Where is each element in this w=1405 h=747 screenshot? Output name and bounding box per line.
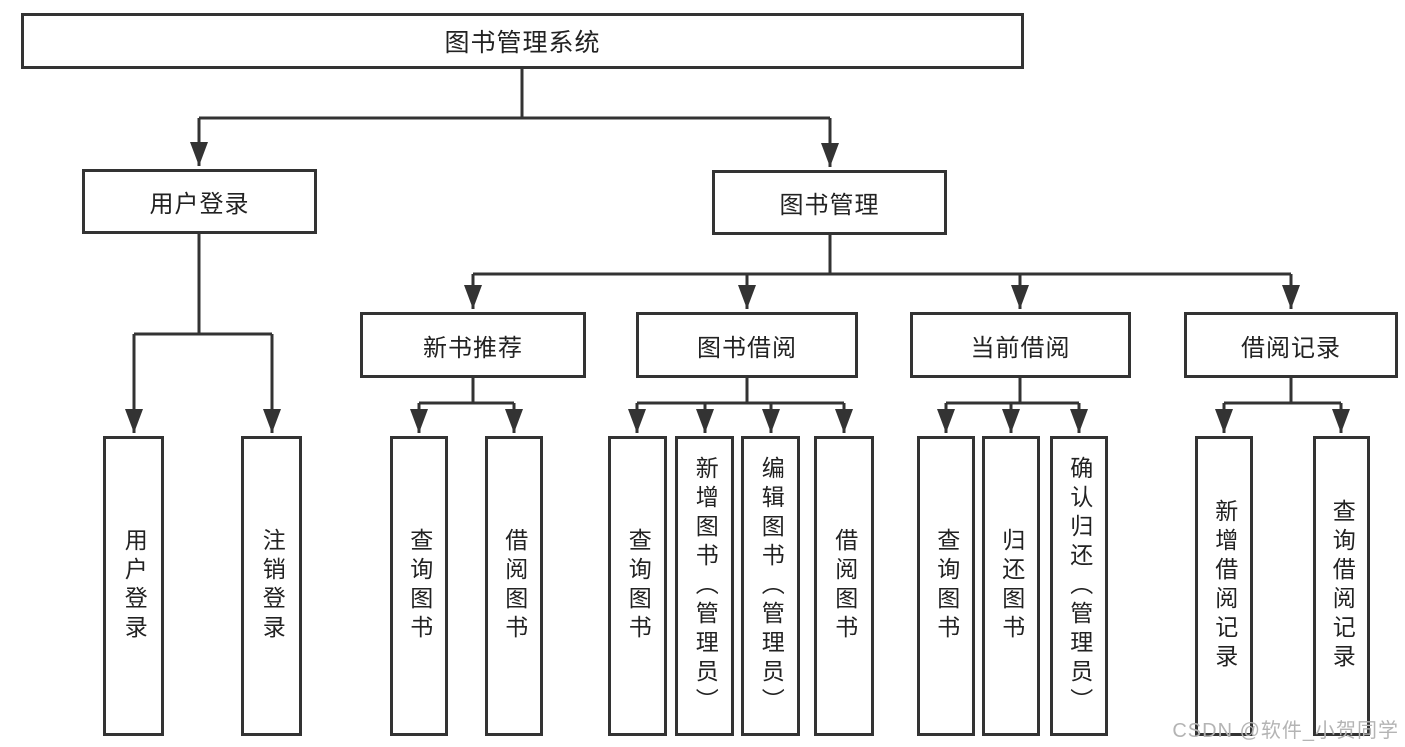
node-current-borrow: 当前借阅 — [910, 312, 1131, 378]
leaf-confirm-return-admin: 确认归还（管理员） — [1050, 436, 1108, 736]
leaf-query-books-current: 查询图书 — [917, 436, 975, 736]
node-book-borrow: 图书借阅 — [636, 312, 858, 378]
node-borrow-records: 借阅记录 — [1184, 312, 1398, 378]
node-new-book-recommend: 新书推荐 — [360, 312, 586, 378]
leaf-user-login: 用户登录 — [103, 436, 164, 736]
node-book-management: 图书管理 — [712, 170, 947, 235]
leaf-edit-book-admin: 编辑图书（管理员） — [741, 436, 800, 736]
leaf-add-book-admin: 新增图书（管理员） — [675, 436, 734, 736]
leaf-borrow-books: 借阅图书 — [814, 436, 874, 736]
leaf-return-books: 归还图书 — [982, 436, 1040, 736]
csdn-watermark: CSDN @软件_小贺同学 — [1172, 720, 1399, 742]
leaf-borrow-books-recommend: 借阅图书 — [485, 436, 543, 736]
node-user-login: 用户登录 — [82, 169, 317, 234]
leaf-query-books-borrow: 查询图书 — [608, 436, 667, 736]
leaf-add-borrow-record: 新增借阅记录 — [1195, 436, 1253, 736]
node-root: 图书管理系统 — [21, 13, 1024, 69]
leaf-query-borrow-record: 查询借阅记录 — [1313, 436, 1370, 736]
leaf-logout: 注销登录 — [241, 436, 302, 736]
leaf-query-books-recommend: 查询图书 — [390, 436, 448, 736]
